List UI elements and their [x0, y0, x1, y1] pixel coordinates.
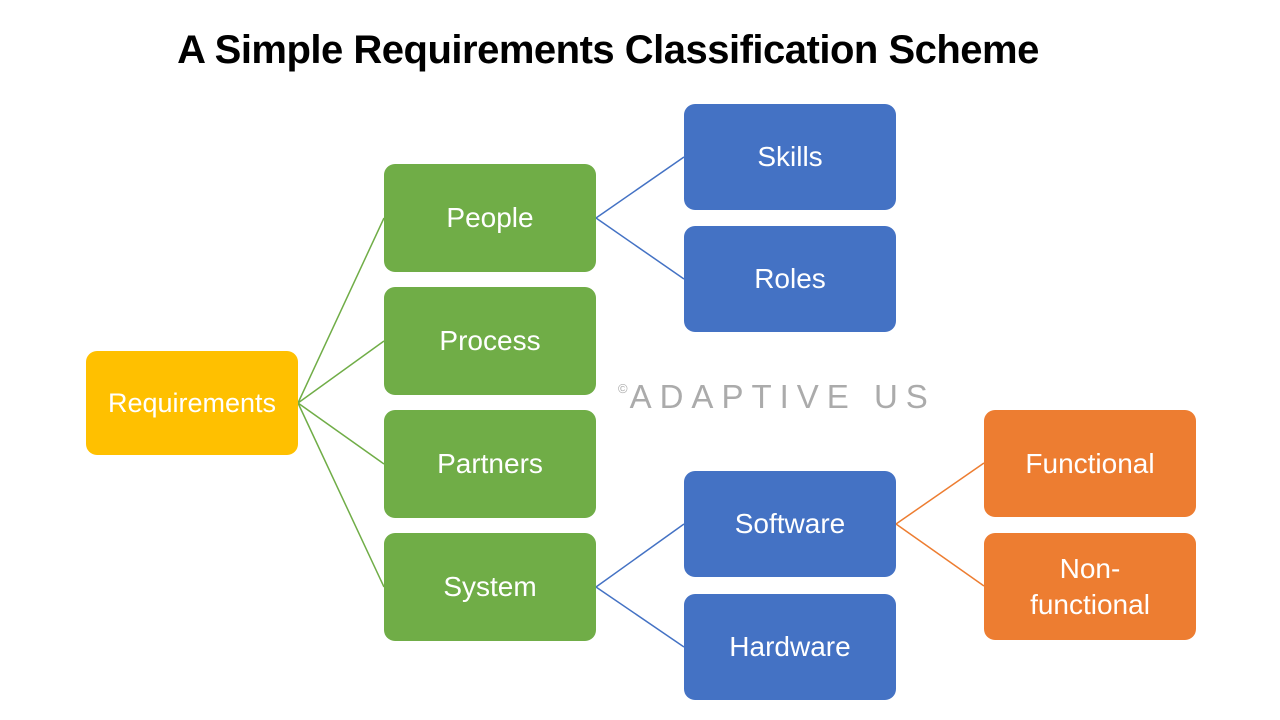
- node-system: System: [384, 533, 596, 641]
- edge-requirements-system: [297, 402, 385, 588]
- node-hardware: Hardware: [684, 594, 896, 700]
- edge-requirements-partners: [297, 402, 385, 465]
- adaptive-us-watermark: © ADAPTIVE US: [618, 380, 936, 413]
- node-process: Process: [384, 287, 596, 395]
- edge-system-software: [595, 523, 685, 588]
- watermark-brand-text: ADAPTIVE US: [629, 378, 936, 415]
- node-people: People: [384, 164, 596, 272]
- edge-people-roles: [595, 217, 685, 280]
- diagram-title: A Simple Requirements Classification Sch…: [177, 28, 1039, 72]
- edge-requirements-people: [297, 217, 385, 404]
- node-skills: Skills: [684, 104, 896, 210]
- node-software: Software: [684, 471, 896, 577]
- edge-requirements-process: [297, 340, 385, 404]
- edge-software-functional: [895, 462, 985, 525]
- node-functional: Functional: [984, 410, 1196, 517]
- node-roles: Roles: [684, 226, 896, 332]
- node-partners: Partners: [384, 410, 596, 518]
- edge-software-nonfunctional: [895, 523, 985, 587]
- copyright-symbol: ©: [618, 381, 628, 396]
- node-requirements: Requirements: [86, 351, 298, 455]
- edge-system-hardware: [595, 586, 685, 648]
- edge-people-skills: [595, 156, 685, 219]
- node-nonfunctional: Non- functional: [984, 533, 1196, 640]
